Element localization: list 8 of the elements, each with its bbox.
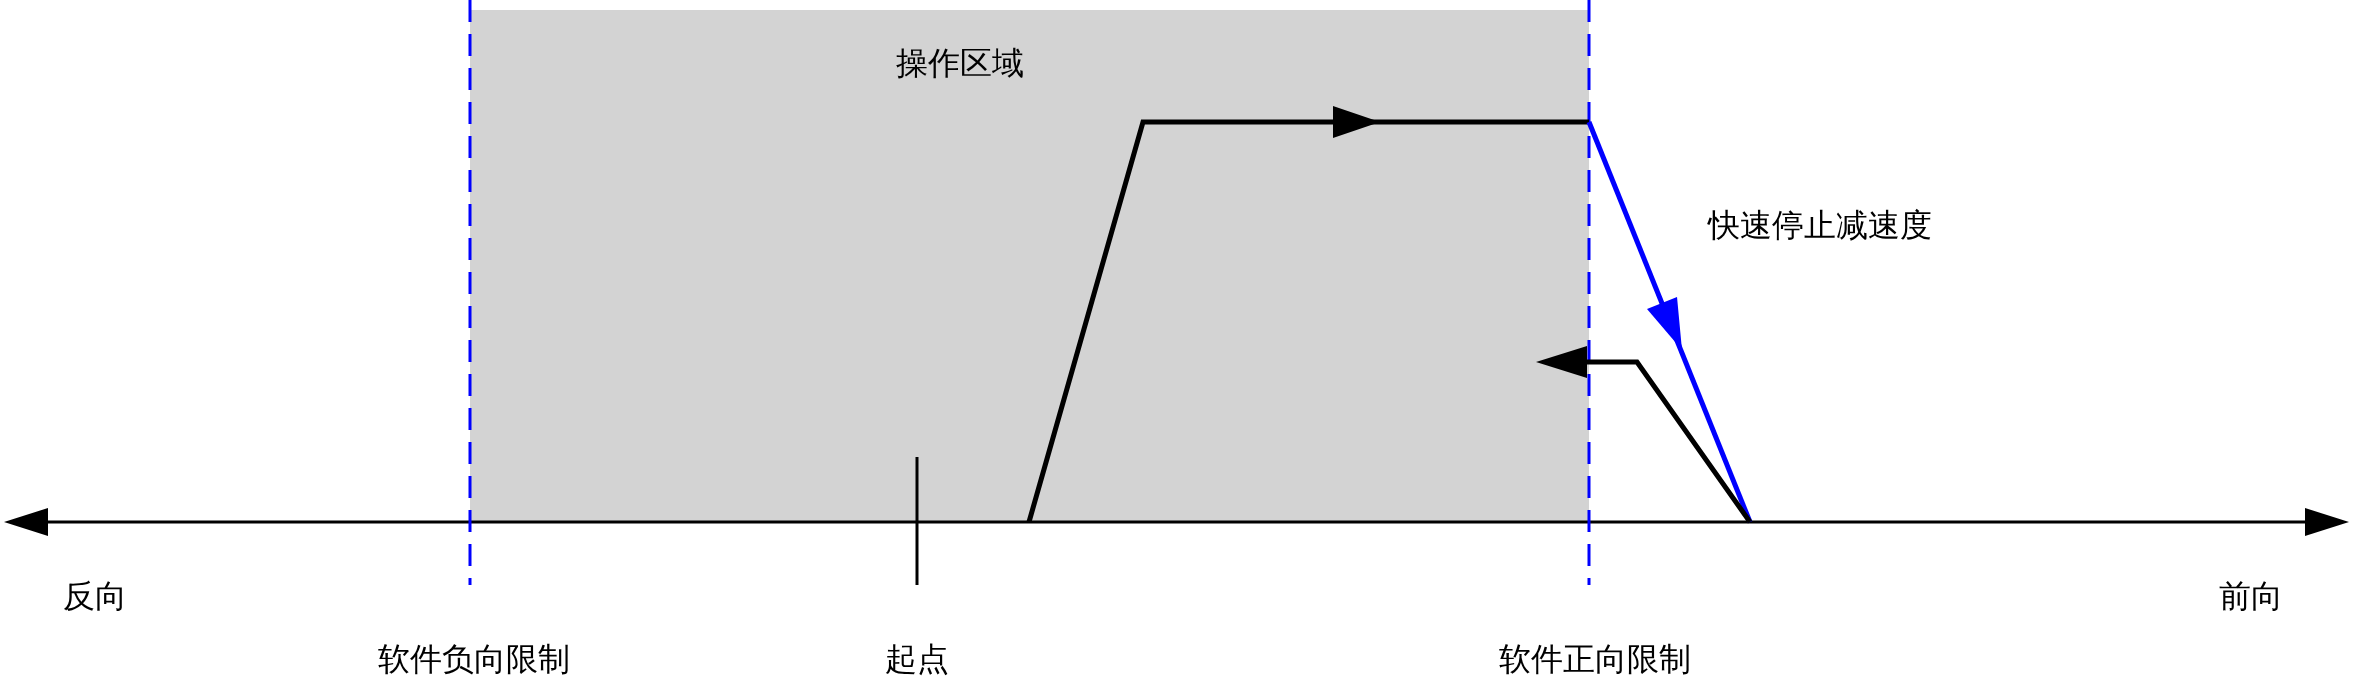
shaded-region	[470, 10, 1589, 522]
limit-label: 软件正向限制	[1499, 639, 1691, 679]
region-label: 操作区域	[896, 43, 1024, 83]
limit-label: 软件负向限制	[378, 639, 570, 679]
direction-label: 反向	[63, 576, 127, 616]
direction-label: 前向	[2219, 576, 2283, 616]
origin-label: 起点	[885, 639, 949, 679]
deceleration-label: 快速停止减速度	[1708, 205, 1932, 245]
